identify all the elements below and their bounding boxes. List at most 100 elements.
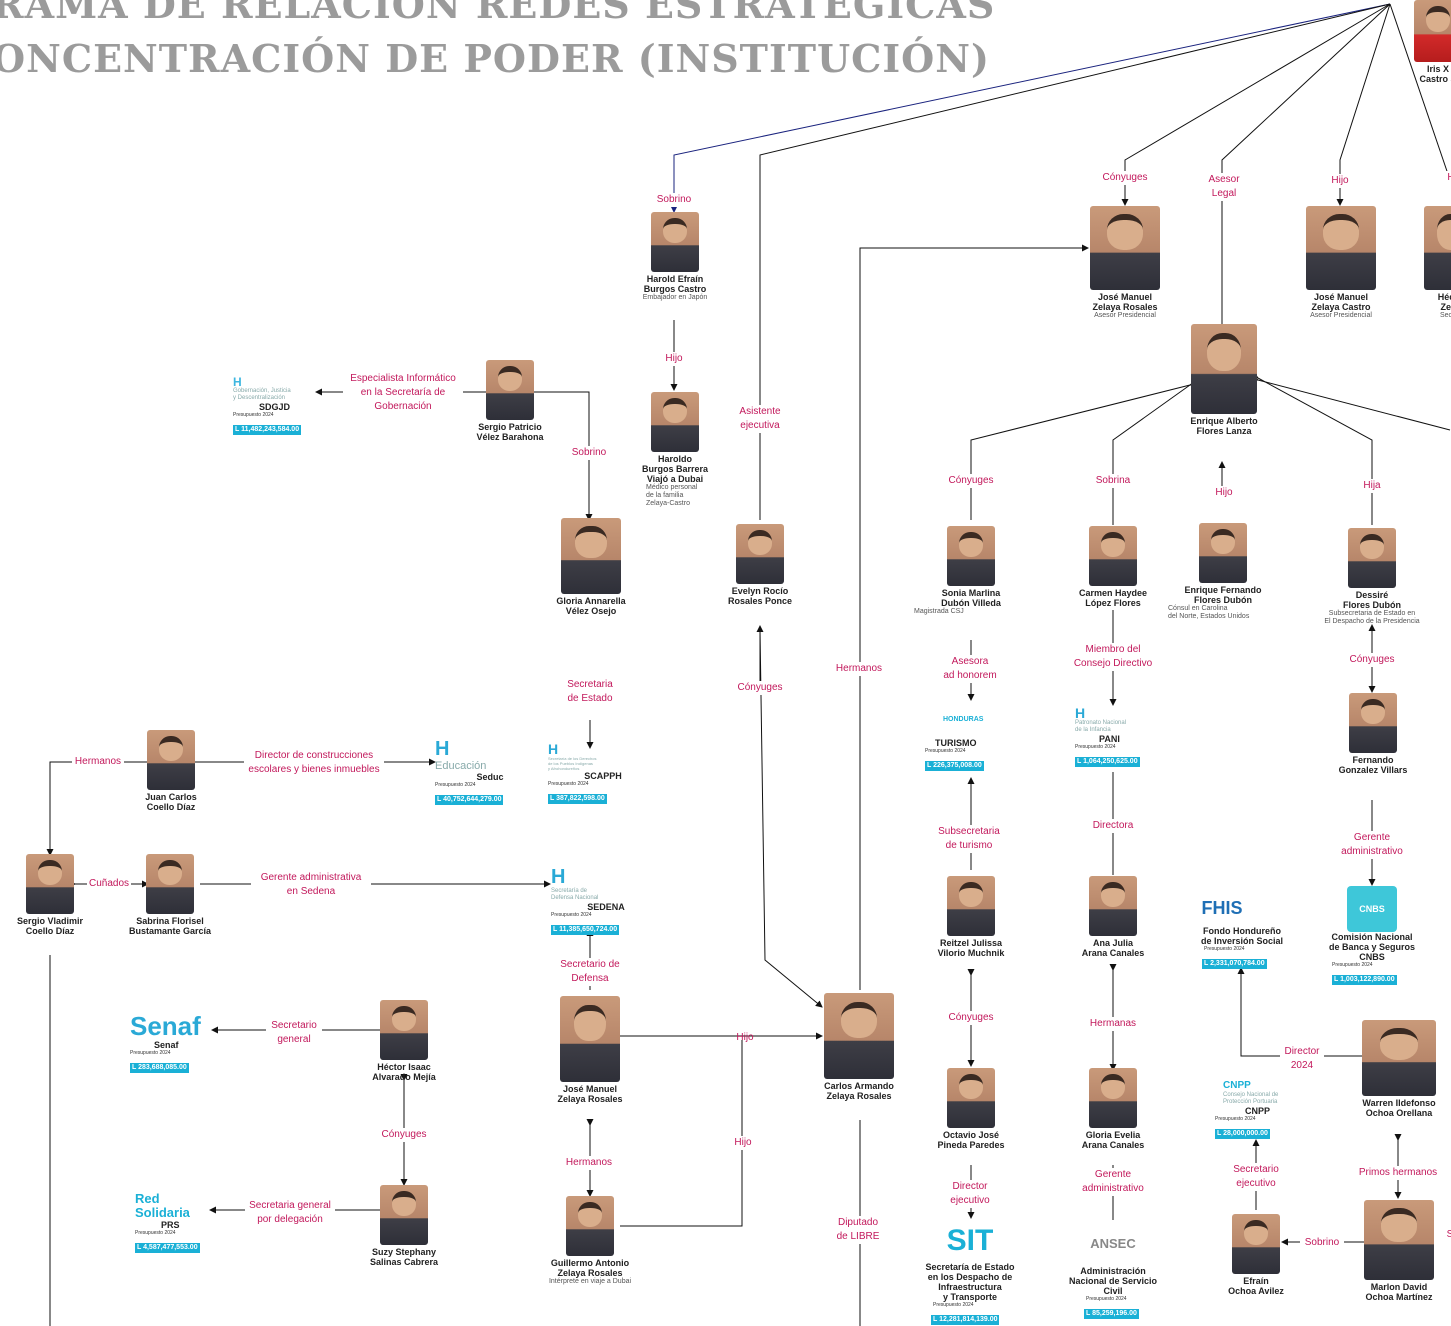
relation-secretario-ejecutivo: Secretario ejecutivo: [1228, 1163, 1284, 1191]
pani-budget: L 1,064,250,625.00: [1075, 757, 1140, 767]
turismo-budget: L 226,375,008.00: [925, 761, 984, 771]
relation-primos: Primos hermanos: [1353, 1166, 1443, 1180]
person-right-partial: C d Dire Com de E: [1435, 528, 1451, 634]
relation-conyuges-dessire: Cónyuges: [1344, 653, 1400, 667]
pani-budget-label: Presupuesto 2024: [1075, 744, 1116, 750]
relation-hijo-mid: Hijo: [736, 1032, 754, 1043]
person-jmz-castro: José Manuel Zelaya Castro Asesor Preside…: [1276, 206, 1406, 320]
relation-sobrino-harold: Sobrino: [649, 193, 699, 207]
turismo-budget-label: Presupuesto 2024: [925, 748, 966, 754]
photo-evelyn: [736, 524, 784, 584]
photo-harold: [651, 212, 699, 272]
photo-jmz-rosales-top: [1090, 206, 1160, 290]
name-reitzel: Reitzel Julissa Vilorio Muchnik: [937, 938, 1005, 958]
role-guillermo: Intérprete en viaje a Dubai: [548, 1278, 632, 1285]
institution-turismo: HONDURAS TURISMO Presupuesto 2024 L 226,…: [925, 702, 1035, 772]
prs-budget-label: Presupuesto 2024: [135, 1230, 176, 1236]
sit-name: Secretaría de Estado en los Despacho de …: [925, 1262, 1015, 1302]
name-ana-julia: Ana Julia Arana Canales: [1081, 938, 1145, 958]
sdgjd-budget: L 11,482,243,584.00: [233, 425, 302, 435]
name-carmen: Carmen Haydee López Flores: [1078, 588, 1148, 608]
name-jmz-rosales-mid: José Manuel Zelaya Rosales: [557, 1084, 623, 1104]
relation-gerente-ansec: Gerente administrativo: [1075, 1168, 1151, 1196]
senaf-name: Senaf: [154, 1040, 179, 1050]
ansec-budget-label: Presupuesto 2024: [1086, 1296, 1127, 1302]
name-octavio: Octavio José Pineda Paredes: [937, 1130, 1005, 1150]
photo-efrain: [1232, 1214, 1280, 1274]
relation-director-construcciones: Director de construcciones escolares y b…: [244, 749, 384, 777]
name-evelyn: Evelyn Rocío Rosales Ponce: [727, 586, 793, 606]
photo-jmz-castro: [1306, 206, 1376, 290]
institution-seduc: H Educación Seduc Presupuesto 2024 L 40,…: [435, 738, 545, 806]
photo-sabrina: [146, 854, 194, 914]
person-ana-julia: Ana Julia Arana Canales: [1048, 876, 1178, 958]
photo-juan-carlos: [147, 730, 195, 790]
person-enrique: Enrique Alberto Flores Lanza: [1159, 324, 1289, 436]
person-evelyn: Evelyn Rocío Rosales Ponce: [695, 524, 825, 606]
diagram-title-line1: RAMA DE RELACIÓN REDES ESTRATÉGICAS: [0, 0, 996, 27]
person-octavio: Octavio José Pineda Paredes: [906, 1068, 1036, 1150]
person-sonia: Sonia Marlina Dubón Villeda Magistrada C…: [906, 526, 1036, 616]
relation-hija-dessire: Hija: [1359, 479, 1385, 493]
institution-ansec: ANSEC Administración Nacional de Servici…: [1058, 1222, 1168, 1320]
relation-secretaria-delegacion: Secretaria general por delegación: [245, 1199, 335, 1227]
person-haroldo: Haroldo Burgos Barrera Viajó a Dubai Méd…: [610, 392, 740, 508]
relation-director-ejecutivo: Director ejecutivo: [945, 1180, 995, 1208]
relation-gerente-cnbs: Gerente administrativo: [1334, 831, 1410, 859]
photo-marlon: [1364, 1200, 1434, 1280]
photo-iris: [1414, 0, 1451, 62]
relation-secretario-general: Secretario general: [266, 1019, 322, 1047]
name-suzy: Suzy Stephany Salinas Cabrera: [369, 1247, 439, 1267]
sedena-budget-label: Presupuesto 2024: [551, 912, 592, 918]
cnbs-name: Comisión Nacional de Banca y Seguros CNB…: [1328, 932, 1416, 962]
person-enrique-fernando: Enrique Fernando Flores Dubón Cónsul en …: [1158, 523, 1288, 621]
photo-reitzel: [947, 876, 995, 936]
pani-logo-sub: Patronato Nacional de la Infancia: [1075, 720, 1127, 733]
relation-hermanos-guillermo: Hermanos: [561, 1156, 617, 1170]
person-jmz-rosales-mid: José Manuel Zelaya Rosales: [525, 996, 655, 1104]
role-harold: Embajador en Japón: [642, 294, 708, 301]
scapph-budget-label: Presupuesto 2024: [548, 781, 589, 787]
sdgjd-logo-sub: Gobernación, Justicia y Descentralizació…: [233, 388, 291, 401]
relation-hermanos-carlos: Hermanos: [831, 662, 887, 676]
sedena-logo: H: [551, 866, 566, 888]
senaf-logo: Senaf: [130, 1011, 201, 1041]
cnpp-budget-label: Presupuesto 2024: [1215, 1116, 1256, 1122]
photo-gloria-evelia: [1089, 1068, 1137, 1128]
relation-asesora: Asesora ad honorem: [935, 655, 1005, 683]
photo-enrique: [1191, 324, 1257, 414]
relation-director-2024: Director 2024: [1280, 1045, 1324, 1073]
photo-ana-julia: [1089, 876, 1137, 936]
cnpp-logo-sub: Consejo Nacional de Protección Portuaria: [1223, 1092, 1279, 1105]
sedena-name: SEDENA: [587, 902, 625, 912]
name-sergio-vladimir: Sergio Vladimir Coello Díaz: [16, 916, 84, 936]
person-warren: Warren Ildefonso Ochoa Orellana: [1334, 1020, 1451, 1118]
sdgjd-budget-label: Presupuesto 2024: [233, 412, 274, 418]
name-hector-top: Héctor Zelay: [1437, 292, 1451, 312]
person-sabrina: Sabrina Florisel Bustamante García: [105, 854, 235, 936]
relation-hijo-guillermo: Hijo: [731, 1136, 755, 1150]
relation-sobrino-gloria: Sobrino: [567, 446, 611, 460]
scapph-name: SCAPPH: [584, 771, 622, 781]
relation-secretaria-estado: Secretaria de Estado: [562, 678, 618, 706]
person-hector-top: Héctor Zelay Secreta: [1387, 206, 1451, 320]
cnbs-logo: CNBS: [1347, 886, 1397, 932]
turismo-name: TURISMO: [935, 738, 977, 748]
person-guillermo: Guillermo Antonio Zelaya Rosales Intérpr…: [525, 1196, 655, 1286]
name-jmz-rosales-top: José Manuel Zelaya Rosales: [1092, 292, 1158, 312]
name-jmz-castro: José Manuel Zelaya Castro: [1311, 292, 1371, 312]
person-reitzel: Reitzel Julissa Vilorio Muchnik: [906, 876, 1036, 958]
relation-hijo-jmz: Hijo: [1326, 174, 1354, 188]
photo-hector-top: [1424, 206, 1451, 290]
seduc-name: Seduc: [476, 772, 504, 782]
relation-secretario-defensa: Secretario de Defensa: [557, 958, 623, 986]
photo-fernando: [1349, 693, 1397, 753]
relation-gerente-sedena: Gerente administrativa en Sedena: [251, 871, 371, 899]
relation-sobrina-carmen: Sobrina: [1091, 474, 1135, 488]
relation-conyuges-sonia: Cónyuges: [943, 474, 999, 488]
photo-carlos: [824, 993, 894, 1079]
seduc-budget-label: Presupuesto 2024: [435, 782, 476, 788]
relation-miembro: Miembro del Consejo Directivo: [1068, 643, 1158, 671]
relation-subsecretaria-turismo: Subsecretaria de turismo: [934, 825, 1004, 853]
relation-conyuges-hector: Cónyuges: [376, 1128, 432, 1142]
